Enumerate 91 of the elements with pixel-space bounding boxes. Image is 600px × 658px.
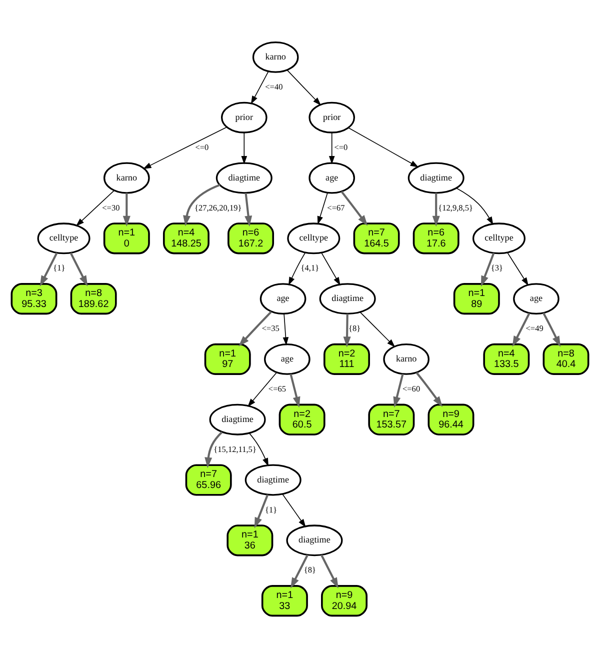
arrow [348,127,419,168]
node-box: n=4 133.5 [483,343,530,375]
node-ellipse: celltype [287,222,340,254]
node-box: n=7 164.5 [353,222,400,254]
arrow [122,193,130,227]
arrow [432,193,440,227]
node-box: n=9 96.44 [428,404,474,436]
arrow [244,192,252,227]
arrow [340,190,368,226]
arrow [328,132,335,164]
node-ellipse: diagtime [216,162,272,194]
edge-label: <=67 [327,203,345,212]
arrow [254,494,269,528]
arrow [249,432,268,466]
node-ellipse: diagtime [319,283,376,315]
node-box: n=7 153.57 [368,404,415,436]
node-box: n=9 20.94 [321,585,368,617]
arrow [416,372,443,407]
edge-label: {1} [53,264,66,273]
arrow [250,70,269,104]
node-ellipse: prior [220,102,268,134]
node-box: n=1 97 [204,343,251,375]
edge-label: {8} [348,324,361,334]
edge-label: {12,9,8,5} [438,203,473,212]
arrow [70,252,88,286]
node-ellipse: diagtime [286,524,343,556]
node-box: n=7 65.96 [185,464,232,496]
edge-label: <=35 [262,324,280,334]
node-ellipse: age [264,343,310,375]
arrow [248,372,278,407]
edge-label: <=49 [526,324,544,334]
node-ellipse: karno [252,41,299,73]
node-ellipse: prior [308,102,356,134]
arrow [238,310,272,346]
arrow [282,313,289,346]
arrow [480,252,495,287]
edge-label: {3} [490,264,503,273]
arrow [512,312,530,347]
arrow [343,314,351,348]
node-box: n=2 60.5 [278,404,326,436]
edge-label: <=60 [402,384,420,394]
node-ellipse: age [308,162,356,194]
node-box: n=6 17.6 [412,222,460,254]
arrow [183,184,220,226]
node-ellipse: celltype [472,222,526,254]
node-box: n=8 40.4 [542,343,590,375]
node-ellipse: diagtime [244,464,302,496]
arrow [456,188,494,226]
node-ellipse: karno [383,343,430,375]
arrow [290,554,308,588]
arrow [393,374,404,408]
arrow [507,252,528,286]
edge-label: <=40 [265,82,283,92]
edge-label: <=30 [102,203,120,212]
arrow [282,494,306,528]
node-box: n=6 167.2 [228,222,274,254]
node-ellipse: age [260,283,306,315]
arrow [286,70,322,106]
arrow [241,132,248,164]
node-ellipse: karno [104,162,150,194]
edge-label: <=0 [334,142,348,152]
edge-label: {15,12,11,5} [214,444,256,454]
node-ellipse: celltype [37,222,90,254]
node-ellipse: age [513,283,560,315]
arrow [204,431,223,468]
edge-label: <=65 [268,384,286,394]
node-box: n=3 95.33 [10,283,58,315]
node-ellipse: diagtime [408,162,464,194]
edge-label: {8} [304,566,316,575]
node-box: n=4 148.25 [162,222,210,254]
node-box: n=1 89 [453,283,500,315]
edge-label: {27,26,20,19} [194,203,242,212]
node-ellipse: diagtime [209,404,266,436]
arrow [542,312,561,347]
edge-label: {4,1} [300,264,320,273]
arrow [321,252,340,286]
node-box: n=1 36 [226,524,274,556]
arrow [317,192,328,225]
node-box: n=8 189.62 [70,283,117,315]
arrow [76,190,115,226]
arrow [320,554,338,588]
node-box: n=2 111 [324,343,370,375]
arrow [290,374,300,408]
arrow [40,252,58,286]
edge-label: <=0 [195,142,209,152]
arrow [142,126,228,170]
edge-label: {1} [265,505,278,514]
node-box: n=1 33 [261,585,308,617]
arrow [288,252,306,286]
arrow [360,312,396,348]
node-box: n=1 0 [103,222,150,254]
